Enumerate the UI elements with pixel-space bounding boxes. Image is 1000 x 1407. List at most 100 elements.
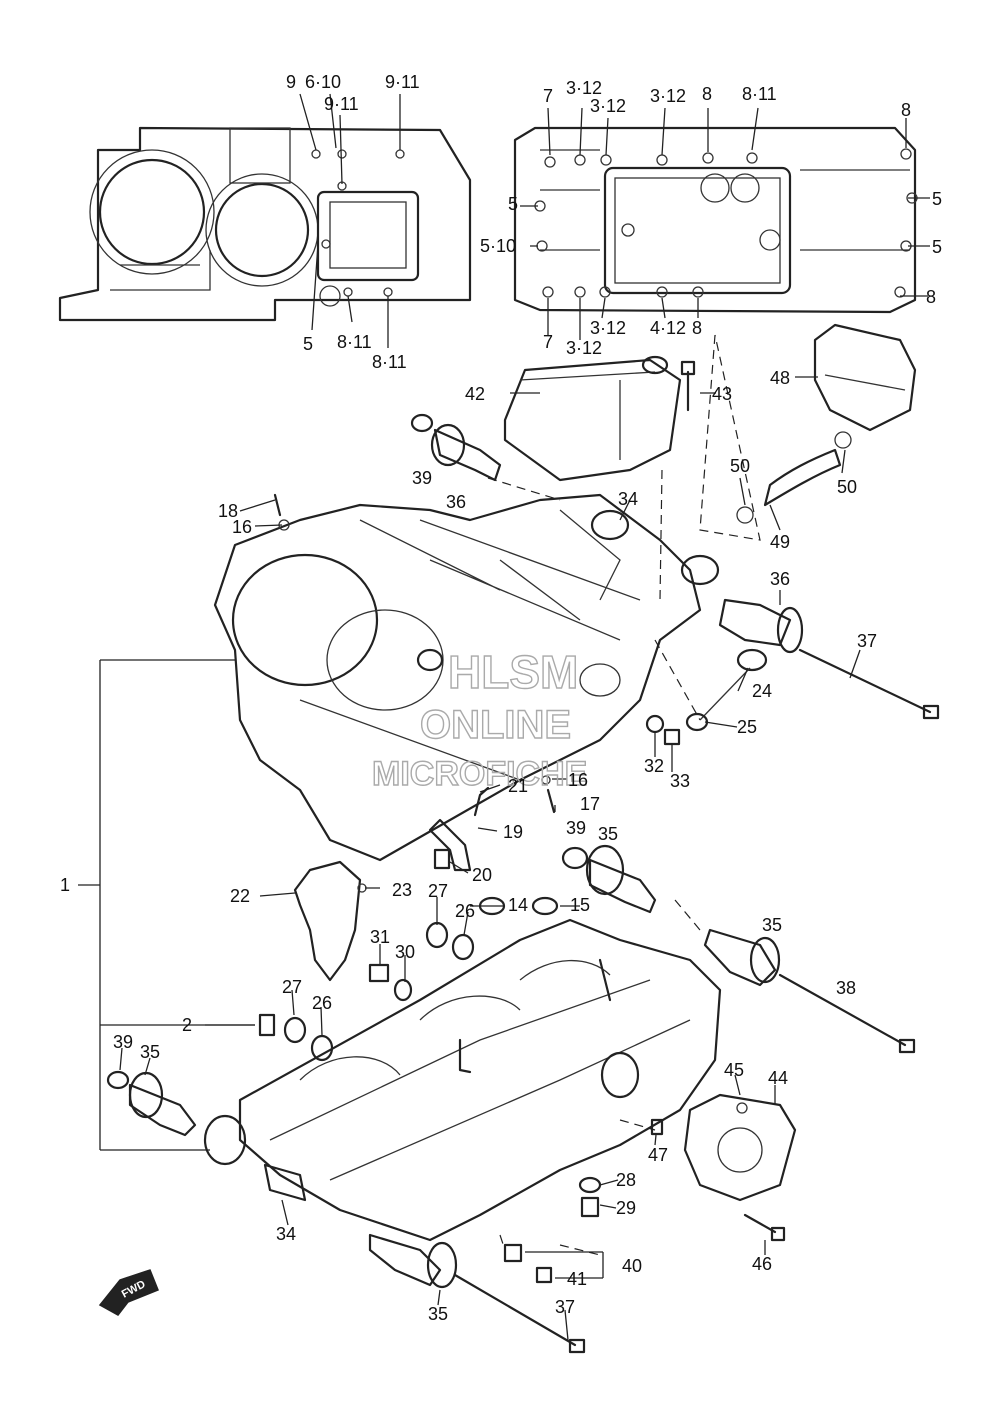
upper-case-top-view — [58, 126, 472, 322]
upper-crankcase — [213, 493, 720, 862]
dowel-2 — [258, 1013, 276, 1037]
plugs-30-31 — [368, 963, 413, 1002]
callout-label: 5 — [508, 194, 518, 214]
callout-label: 5 — [932, 237, 942, 257]
callout-label: 21 — [508, 776, 528, 796]
callout-label: 29 — [616, 1198, 636, 1218]
callout-label: 49 — [770, 532, 790, 552]
callout-label: 9·11 — [324, 94, 359, 114]
callout-label: 8 — [926, 287, 936, 307]
callout-label: 45 — [724, 1060, 744, 1080]
callout-label: 30 — [395, 942, 415, 962]
callout-label: 36 — [770, 569, 790, 589]
callout-label: 16 — [232, 517, 252, 537]
dowel-47 — [650, 1118, 664, 1136]
callout-label: 35 — [598, 824, 618, 844]
callout-label: 9 — [286, 72, 296, 92]
callout-label: 7 — [543, 86, 553, 106]
bearing-35-bottom — [368, 1233, 458, 1289]
callout-label: 8 — [901, 100, 911, 120]
callout-label: 8·11 — [372, 352, 407, 372]
plug-28-29 — [578, 1176, 602, 1218]
callout-label: 17 — [580, 794, 600, 814]
callout-label: 8 — [692, 318, 702, 338]
callout-label: 46 — [752, 1254, 772, 1274]
callout-label: 8·11 — [742, 84, 777, 104]
callout-label: 22 — [230, 886, 250, 906]
watermark-line-1: HLSM — [448, 646, 578, 698]
washer-32-bolt-33 — [645, 714, 681, 746]
leader-lines — [78, 93, 930, 1341]
callout-label: 3·12 — [590, 318, 626, 338]
callout-label: 26 — [312, 993, 332, 1013]
breather-cover — [503, 355, 682, 482]
callout-label: 50 — [837, 477, 857, 497]
callout-label: 41 — [567, 1269, 587, 1289]
callout-label: 7 — [543, 332, 553, 352]
callout-label: 18 — [218, 501, 238, 521]
callout-label: 20 — [472, 865, 492, 885]
lower-crankcase — [203, 918, 722, 1242]
callout-label: 38 — [836, 978, 856, 998]
callout-label: 37 — [555, 1297, 575, 1317]
watermark: HLSM ONLINE MICROFICHE — [371, 645, 588, 793]
callout-label: 34 — [276, 1224, 296, 1244]
callout-label: 34 — [618, 489, 638, 509]
bearing-35-left — [106, 1070, 197, 1137]
callout-label: 32 — [644, 756, 664, 776]
callout-label: 27 — [282, 977, 302, 997]
callout-label: 1 — [60, 875, 70, 895]
callout-label: 16 — [568, 770, 588, 790]
callout-label: 4·12 — [650, 318, 686, 338]
bearing-35-center — [561, 844, 657, 914]
callout-label: 8·11 — [337, 332, 372, 352]
callout-label: 3·12 — [590, 96, 626, 116]
callout-label: 35 — [762, 915, 782, 935]
callout-label: 25 — [737, 717, 757, 737]
callout-label: 3·12 — [566, 338, 602, 358]
callout-labels: 9 6·10 9·11 9·11 5 8·11 8·11 7 3·12 3·12… — [60, 72, 942, 1324]
callout-label: 19 — [503, 822, 523, 842]
callout-label: 5 — [932, 189, 942, 209]
callout-label: 42 — [465, 384, 485, 404]
lower-case-bottom-view — [513, 126, 918, 314]
callout-label: 28 — [616, 1170, 636, 1190]
callout-label: 35 — [428, 1304, 448, 1324]
callout-label: 8 — [702, 84, 712, 104]
callout-label: 43 — [712, 384, 732, 404]
callout-label: 47 — [648, 1145, 668, 1165]
bracket-22 — [293, 860, 367, 982]
watermark-line-3: MICROFICHE — [372, 755, 587, 793]
plug-40-41 — [503, 1243, 553, 1284]
callout-label: 40 — [622, 1256, 642, 1276]
forward-arrow: FWD — [98, 1269, 159, 1316]
bolt-37-lower — [453, 1273, 586, 1354]
callout-label: 15 — [570, 895, 590, 915]
bolt-46 — [743, 1213, 786, 1242]
callout-label: 39 — [566, 818, 586, 838]
callout-label: 23 — [392, 880, 412, 900]
pump-cover-44 — [683, 1093, 797, 1202]
callout-label: 50 — [730, 456, 750, 476]
alignment-dashes — [487, 334, 761, 1256]
bolt-37-upper — [798, 648, 940, 720]
callout-label: 24 — [752, 681, 772, 701]
bearing-35-right — [703, 928, 781, 987]
callout-label: 37 — [857, 631, 877, 651]
callout-label: 14 — [508, 895, 528, 915]
callout-label: 26 — [455, 901, 475, 921]
callout-label: 36 — [446, 492, 466, 512]
breather-hose-49 — [736, 431, 852, 524]
callout-label: 27 — [428, 881, 448, 901]
bolt-38 — [778, 973, 916, 1054]
callout-label: 48 — [770, 368, 790, 388]
bolt-43 — [680, 360, 696, 412]
callout-label: 6·10 — [305, 72, 341, 92]
callout-label: 2 — [182, 1015, 192, 1035]
watermark-line-2: ONLINE — [420, 703, 571, 747]
callout-label: 3·12 — [650, 86, 686, 106]
bearing-36-right — [718, 598, 804, 654]
callout-label: 31 — [370, 927, 390, 947]
breather-cover-48 — [813, 323, 917, 432]
